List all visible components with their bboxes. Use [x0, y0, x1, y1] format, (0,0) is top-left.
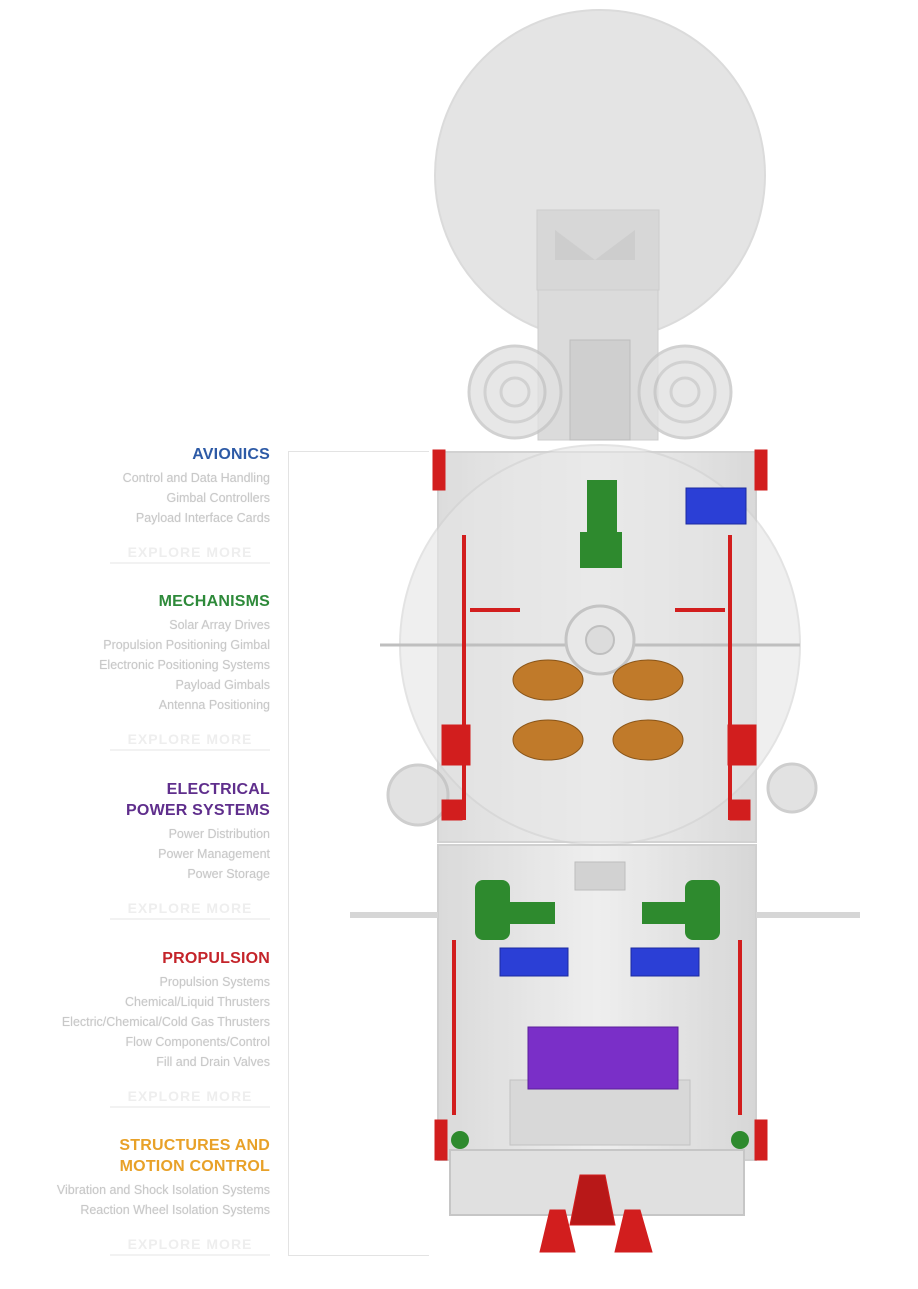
section-electrical: ELECTRICAL POWER SYSTEMS Power Distribut… [0, 779, 270, 920]
connector-bracket [288, 451, 429, 1256]
menu-item-payload-gimbals[interactable]: Payload Gimbals [175, 678, 271, 692]
menu-item-chemical-liquid-thrusters[interactable]: Chemical/Liquid Thrusters [125, 995, 270, 1009]
menu-item-power-management[interactable]: Power Management [158, 847, 270, 861]
menu-item-flow-components-control[interactable]: Flow Components/Control [125, 1035, 270, 1049]
menu-item-vibration-shock-isolation[interactable]: Vibration and Shock Isolation Systems [56, 1183, 270, 1197]
section-title-avionics[interactable]: AVIONICS [192, 446, 270, 463]
avionics-units[interactable] [499, 487, 747, 977]
explore-more-structures[interactable]: EXPLORE MORE [110, 1234, 270, 1256]
menu-item-propulsion-positioning-gimbal[interactable]: Propulsion Positioning Gimbal [103, 638, 270, 652]
menu-item-fill-drain-valves[interactable]: Fill and Drain Valves [156, 1055, 270, 1069]
upper-wheels [467, 339, 733, 441]
section-title-structures[interactable]: STRUCTURES AND MOTION CONTROL [119, 1137, 270, 1175]
electrical-power-unit[interactable] [527, 1026, 679, 1090]
menu-item-propulsion-systems[interactable]: Propulsion Systems [159, 975, 270, 989]
menu-item-reaction-wheel-isolation[interactable]: Reaction Wheel Isolation Systems [80, 1203, 270, 1217]
structures-isolators[interactable] [512, 659, 684, 761]
section-mechanisms: MECHANISMS Solar Array Drives Propulsion… [0, 591, 270, 751]
explore-more-avionics[interactable]: EXPLORE MORE [110, 542, 270, 564]
menu-item-power-storage[interactable]: Power Storage [187, 867, 270, 881]
mechanisms-units[interactable] [451, 480, 749, 1149]
menu-item-power-distribution[interactable]: Power Distribution [168, 827, 270, 841]
menu-item-electronic-positioning-systems[interactable]: Electronic Positioning Systems [99, 658, 270, 672]
section-title-mechanisms[interactable]: MECHANISMS [158, 593, 270, 610]
explore-more-mechanisms[interactable]: EXPLORE MORE [110, 729, 270, 751]
section-title-electrical[interactable]: ELECTRICAL POWER SYSTEMS [126, 781, 270, 819]
section-title-propulsion[interactable]: PROPULSION [162, 950, 270, 967]
subsystem-menu: AVIONICS Control and Data Handling Gimba… [0, 0, 290, 1289]
section-avionics: AVIONICS Control and Data Handling Gimba… [0, 444, 270, 564]
menu-item-control-data-handling[interactable]: Control and Data Handling [122, 471, 270, 485]
menu-item-payload-interface-cards[interactable]: Payload Interface Cards [135, 511, 270, 525]
menu-item-solar-array-drives[interactable]: Solar Array Drives [169, 618, 270, 632]
explore-more-propulsion[interactable]: EXPLORE MORE [110, 1086, 270, 1108]
upper-bus [380, 444, 818, 846]
section-structures: STRUCTURES AND MOTION CONTROL Vibration … [0, 1135, 270, 1256]
satellite-diagram [350, 9, 860, 1253]
menu-item-gimbal-controllers[interactable]: Gimbal Controllers [166, 491, 270, 505]
section-propulsion: PROPULSION Propulsion Systems Chemical/L… [0, 948, 270, 1108]
propulsion-lines[interactable] [432, 449, 768, 1253]
menu-item-electric-chemical-cold-gas-thrusters[interactable]: Electric/Chemical/Cold Gas Thrusters [61, 1015, 270, 1029]
explore-more-electrical[interactable]: EXPLORE MORE [110, 898, 270, 920]
menu-item-antenna-positioning[interactable]: Antenna Positioning [158, 698, 270, 712]
